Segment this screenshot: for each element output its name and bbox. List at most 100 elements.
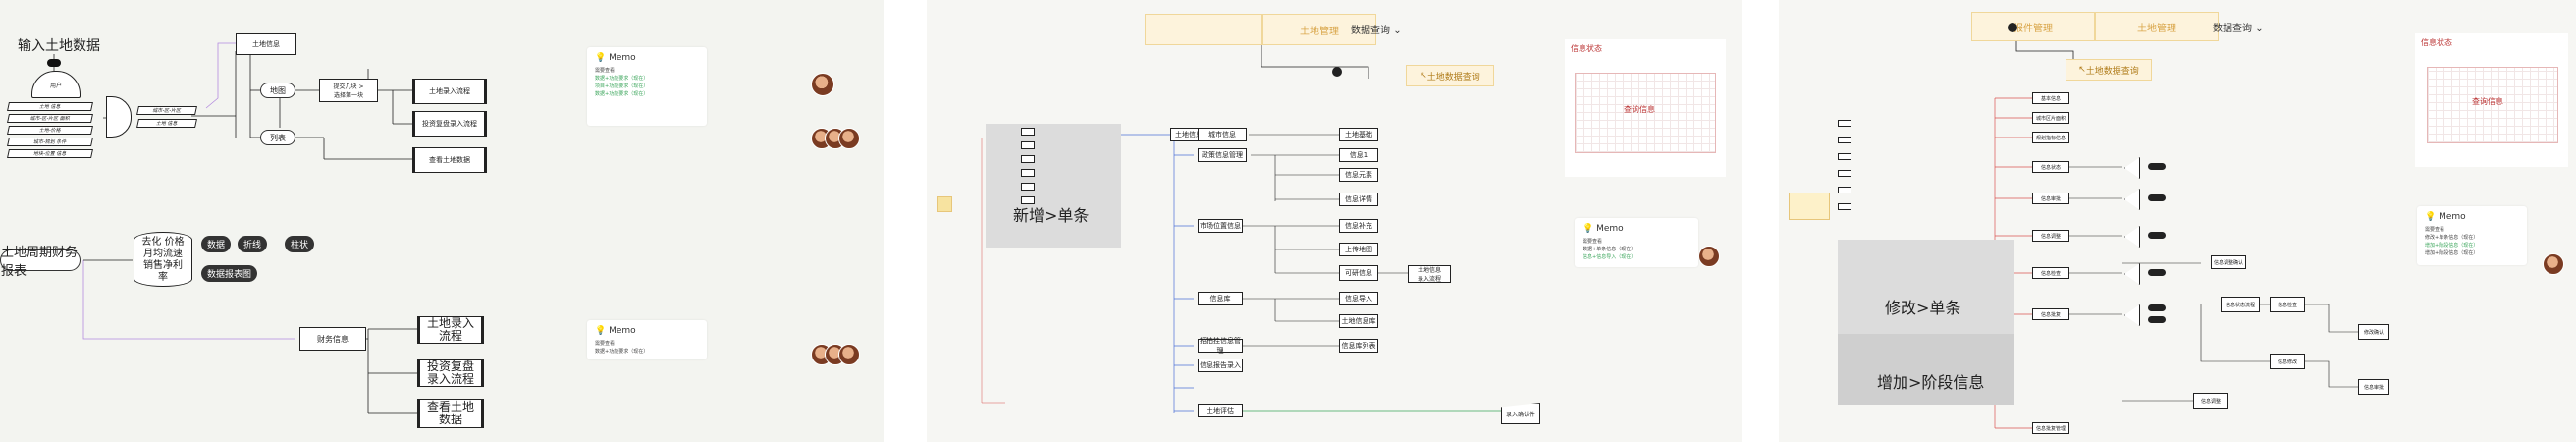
right-node[interactable]: 信息元素 (1339, 168, 1378, 182)
col-node[interactable]: 规划指标信息 (2032, 132, 2069, 143)
memo-line: 增加+阶段信息（现在） (2425, 243, 2479, 249)
cycle-report-node[interactable]: 土地周期财务报表 (0, 246, 80, 279)
metrics-store[interactable]: 去化 价格 月均流速 销售净利 率 (134, 232, 192, 287)
list-view-node[interactable]: 列表 (260, 130, 295, 145)
mini-box (1021, 169, 1035, 177)
tab-land-management[interactable]: 土地管理 (1262, 14, 1376, 45)
info-status-card[interactable]: 信息状态 查询信息 (1565, 39, 1726, 177)
col-node[interactable]: 信息调整 (2032, 230, 2069, 242)
tab-report-label (1154, 20, 1261, 39)
right-node[interactable]: 土地信息库 (1339, 314, 1378, 328)
mid-node[interactable]: 市场位置信息 (1198, 219, 1243, 233)
mid-node[interactable]: 信息报告录入 (1198, 359, 1243, 372)
board-panel-1[interactable]: 输入土地数据 用户 土地 信息 城市-区-片区 面积 土地-价格 城市-规划 条… (0, 0, 884, 442)
col-node[interactable]: 信息批复 (2032, 308, 2069, 320)
mid-node[interactable]: 城市信息 (1198, 128, 1247, 141)
right-node[interactable]: 信息详情 (1339, 193, 1378, 206)
col-node[interactable]: 基本信息 (2032, 92, 2069, 104)
memo-line: 数据+单条信息（现在） (1583, 247, 1637, 252)
card-title: 信息状态 (2421, 38, 2452, 47)
form-line: 土地-价格 (7, 126, 93, 135)
board-panel-2[interactable]: 报件管理 土地管理 数据查询 ⌄ ↖ 土地数据查询 信息状态 查询信息 新增>单… (927, 0, 1742, 442)
upload-prompt-box[interactable]: 提交几块 > 选择第一块 (319, 79, 378, 102)
mid-node[interactable]: 招拍挂信息管理 (1198, 337, 1243, 355)
view-land-process[interactable]: 查看土地数据 (412, 147, 487, 173)
r-view-process[interactable]: 查看土地 数据 (417, 399, 484, 428)
memo-card[interactable]: 💡 Memo 需要查看 数据+功能要求（现在） (587, 320, 707, 359)
sticky-note[interactable] (1789, 193, 1830, 220)
memo-line: 修改+单条信息（现在） (2425, 235, 2479, 241)
mini-box (1838, 120, 1852, 127)
memo-line: 需要查看 (1583, 239, 1603, 245)
mid-node[interactable]: 土地评估 (1198, 404, 1243, 417)
memo-line: 信息+信息导入（现在） (1583, 254, 1637, 260)
mini-box (1838, 187, 1852, 193)
right-node[interactable]: 信息审批 (2358, 379, 2389, 395)
tag-report[interactable]: 数据报表图 (201, 265, 258, 282)
panel-separator (884, 0, 927, 442)
finance-info-box[interactable]: 财务信息 (299, 327, 366, 351)
memo-title: 💡 Memo (595, 53, 636, 63)
memo-card[interactable]: 💡 Memo 需要查看 数据+单条信息（现在） 信息+信息导入（现在） (1575, 218, 1698, 267)
land-info-box[interactable]: 土地信息 (236, 33, 296, 55)
avatar[interactable] (838, 344, 860, 365)
memo-card[interactable]: 💡 Memo 需要查看 数据+功能要求（现在） 项目+功能要求（现在） 数据+功… (587, 47, 707, 126)
right-node[interactable]: 信息补充 (1339, 219, 1378, 233)
side-inputs: 城市-区-片区 土地 信息 (136, 106, 197, 128)
query-dropdown[interactable]: 数据查询 ⌄ (1351, 22, 1402, 36)
far-right-node[interactable]: 土地信息 录入流程 (1408, 265, 1451, 283)
avatar[interactable] (811, 73, 834, 96)
land-data-query-chip[interactable]: ↖ 土地数据查询 (1406, 65, 1494, 86)
cursor-icon: ↖ (2078, 65, 2086, 75)
memo-line: 需要查看 (595, 341, 616, 347)
col-node[interactable]: 信息检查 (2032, 267, 2069, 279)
query-dropdown[interactable]: 数据查询 ⌄ (2213, 20, 2264, 34)
r-entry-process[interactable]: 土地录入 流程 (417, 316, 484, 344)
land-data-query-chip[interactable]: ↖ 土地数据查询 (2066, 59, 2152, 81)
avatar[interactable] (838, 128, 860, 149)
mid-node[interactable]: 信息库 (1198, 292, 1243, 305)
status-pill (2148, 194, 2166, 201)
sticky-note[interactable] (937, 196, 952, 212)
col-node[interactable]: 城市区片面积 (2032, 112, 2069, 124)
tab-report-management[interactable]: 报件管理 (1971, 12, 2095, 41)
right-node[interactable]: 信息检查 (2270, 297, 2305, 312)
grey-label: 修改>单条 (1885, 299, 1961, 317)
land-entry-process[interactable]: 土地录入流程 (412, 79, 487, 104)
right-node[interactable]: 信息调整 (2193, 393, 2228, 409)
right-node[interactable]: 信息调整确认 (2211, 255, 2246, 269)
right-node[interactable]: 信息修改 (2270, 354, 2305, 369)
right-node[interactable]: 可研信息 (1339, 265, 1378, 281)
right-node[interactable]: 上传地图 (1339, 243, 1378, 256)
chip-label: 土地数据查询 (2085, 66, 2139, 77)
right-node[interactable]: 土地基础 (1339, 128, 1378, 141)
tag-line[interactable]: 折线 (238, 236, 268, 252)
avatar[interactable] (2543, 253, 2564, 275)
right-node[interactable]: 信息库列表 (1339, 339, 1378, 353)
map-grid (1575, 73, 1716, 153)
right-node[interactable]: 信息1 (1339, 148, 1378, 162)
site-plan-node[interactable]: 地图 (260, 83, 295, 98)
right-node[interactable]: 信息导入 (1339, 292, 1378, 305)
mid-node[interactable]: 政策信息管理 (1198, 148, 1247, 162)
tag-bar[interactable]: 柱状 (285, 236, 315, 252)
mini-box (1021, 128, 1035, 136)
board-panel-3[interactable]: 报件管理 土地管理 数据查询 ⌄ ↖ 土地数据查询 信息状态 查询信息 修改>单… (1779, 0, 2576, 442)
info-status-card[interactable]: 信息状态 查询信息 (2415, 33, 2568, 167)
right-node[interactable]: 信息状态流程 (2221, 297, 2260, 312)
memo-card[interactable]: 💡 Memo 需要查看 修改+单条信息（现在） 增加+阶段信息（现在） 增加+阶… (2417, 206, 2527, 265)
right-node[interactable]: 修改确认 (2358, 324, 2389, 340)
tag-data[interactable]: 数据 (201, 236, 232, 252)
col-node[interactable]: 信息批复管理 (2032, 422, 2069, 434)
col-node[interactable]: 信息状态 (2032, 161, 2069, 173)
avatar[interactable] (1698, 246, 1720, 267)
col-node[interactable]: 信息审批 (2032, 193, 2069, 204)
status-pill (2148, 232, 2166, 239)
r-review-process[interactable]: 投资复盘 录入流程 (417, 359, 484, 387)
side-input: 土地 信息 (136, 119, 197, 128)
tab-land-management[interactable]: 土地管理 (2095, 12, 2219, 41)
query-dropdown-label: 数据查询 (2213, 24, 2252, 34)
start-node (47, 59, 61, 67)
invest-review-process[interactable]: 投资复盘录入流程 (412, 111, 487, 137)
map-center-label: 查询信息 (1624, 105, 1655, 114)
